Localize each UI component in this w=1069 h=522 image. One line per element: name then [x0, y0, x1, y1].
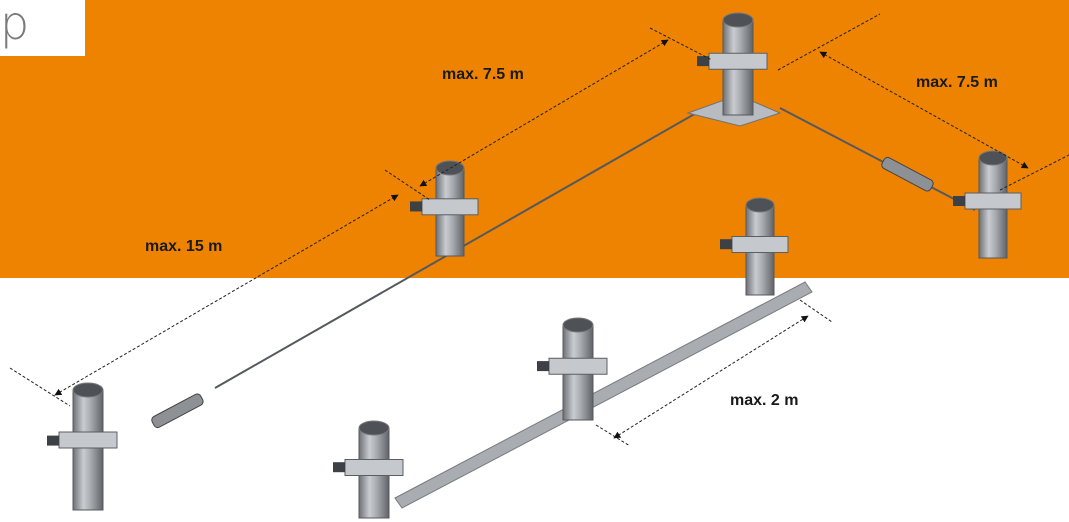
dim-top-left-ext-b — [649, 27, 713, 61]
dim-rail-ext-b — [799, 299, 833, 323]
post-far-right — [953, 150, 1022, 259]
dim-rail-ext-a — [595, 424, 631, 447]
dim-long-ext — [9, 367, 71, 407]
post-top-center — [697, 12, 768, 116]
post-mid-left — [410, 160, 479, 257]
post-rail-back — [720, 197, 789, 296]
tensioner-left — [151, 393, 204, 429]
post-front-left — [47, 382, 118, 511]
dim-rail-arrow — [613, 315, 809, 439]
label-rail-span: max. 2 m — [730, 392, 799, 409]
corner-letter: p — [0, 0, 30, 50]
label-long-span: max. 15 m — [145, 238, 223, 255]
dim-top-left-ext-a — [384, 169, 431, 201]
label-top-left-span: max. 7.5 m — [442, 66, 524, 83]
dim-top-right-ext-b — [999, 154, 1069, 191]
tensioner-right — [881, 156, 934, 192]
dim-top-right-ext-a — [777, 13, 881, 71]
label-top-right-span: max. 7.5 m — [916, 74, 998, 91]
dim-top-right-arrow — [819, 51, 1029, 169]
cable-right — [779, 107, 976, 211]
dimension-lines — [9, 13, 1069, 447]
dim-long-arrow — [54, 194, 399, 396]
corner-tab: p — [0, 0, 85, 56]
post-rail-middle — [537, 317, 608, 421]
cable-system — [214, 107, 976, 389]
post-rail-front — [333, 420, 404, 519]
dim-top-left-arrow — [419, 39, 669, 187]
